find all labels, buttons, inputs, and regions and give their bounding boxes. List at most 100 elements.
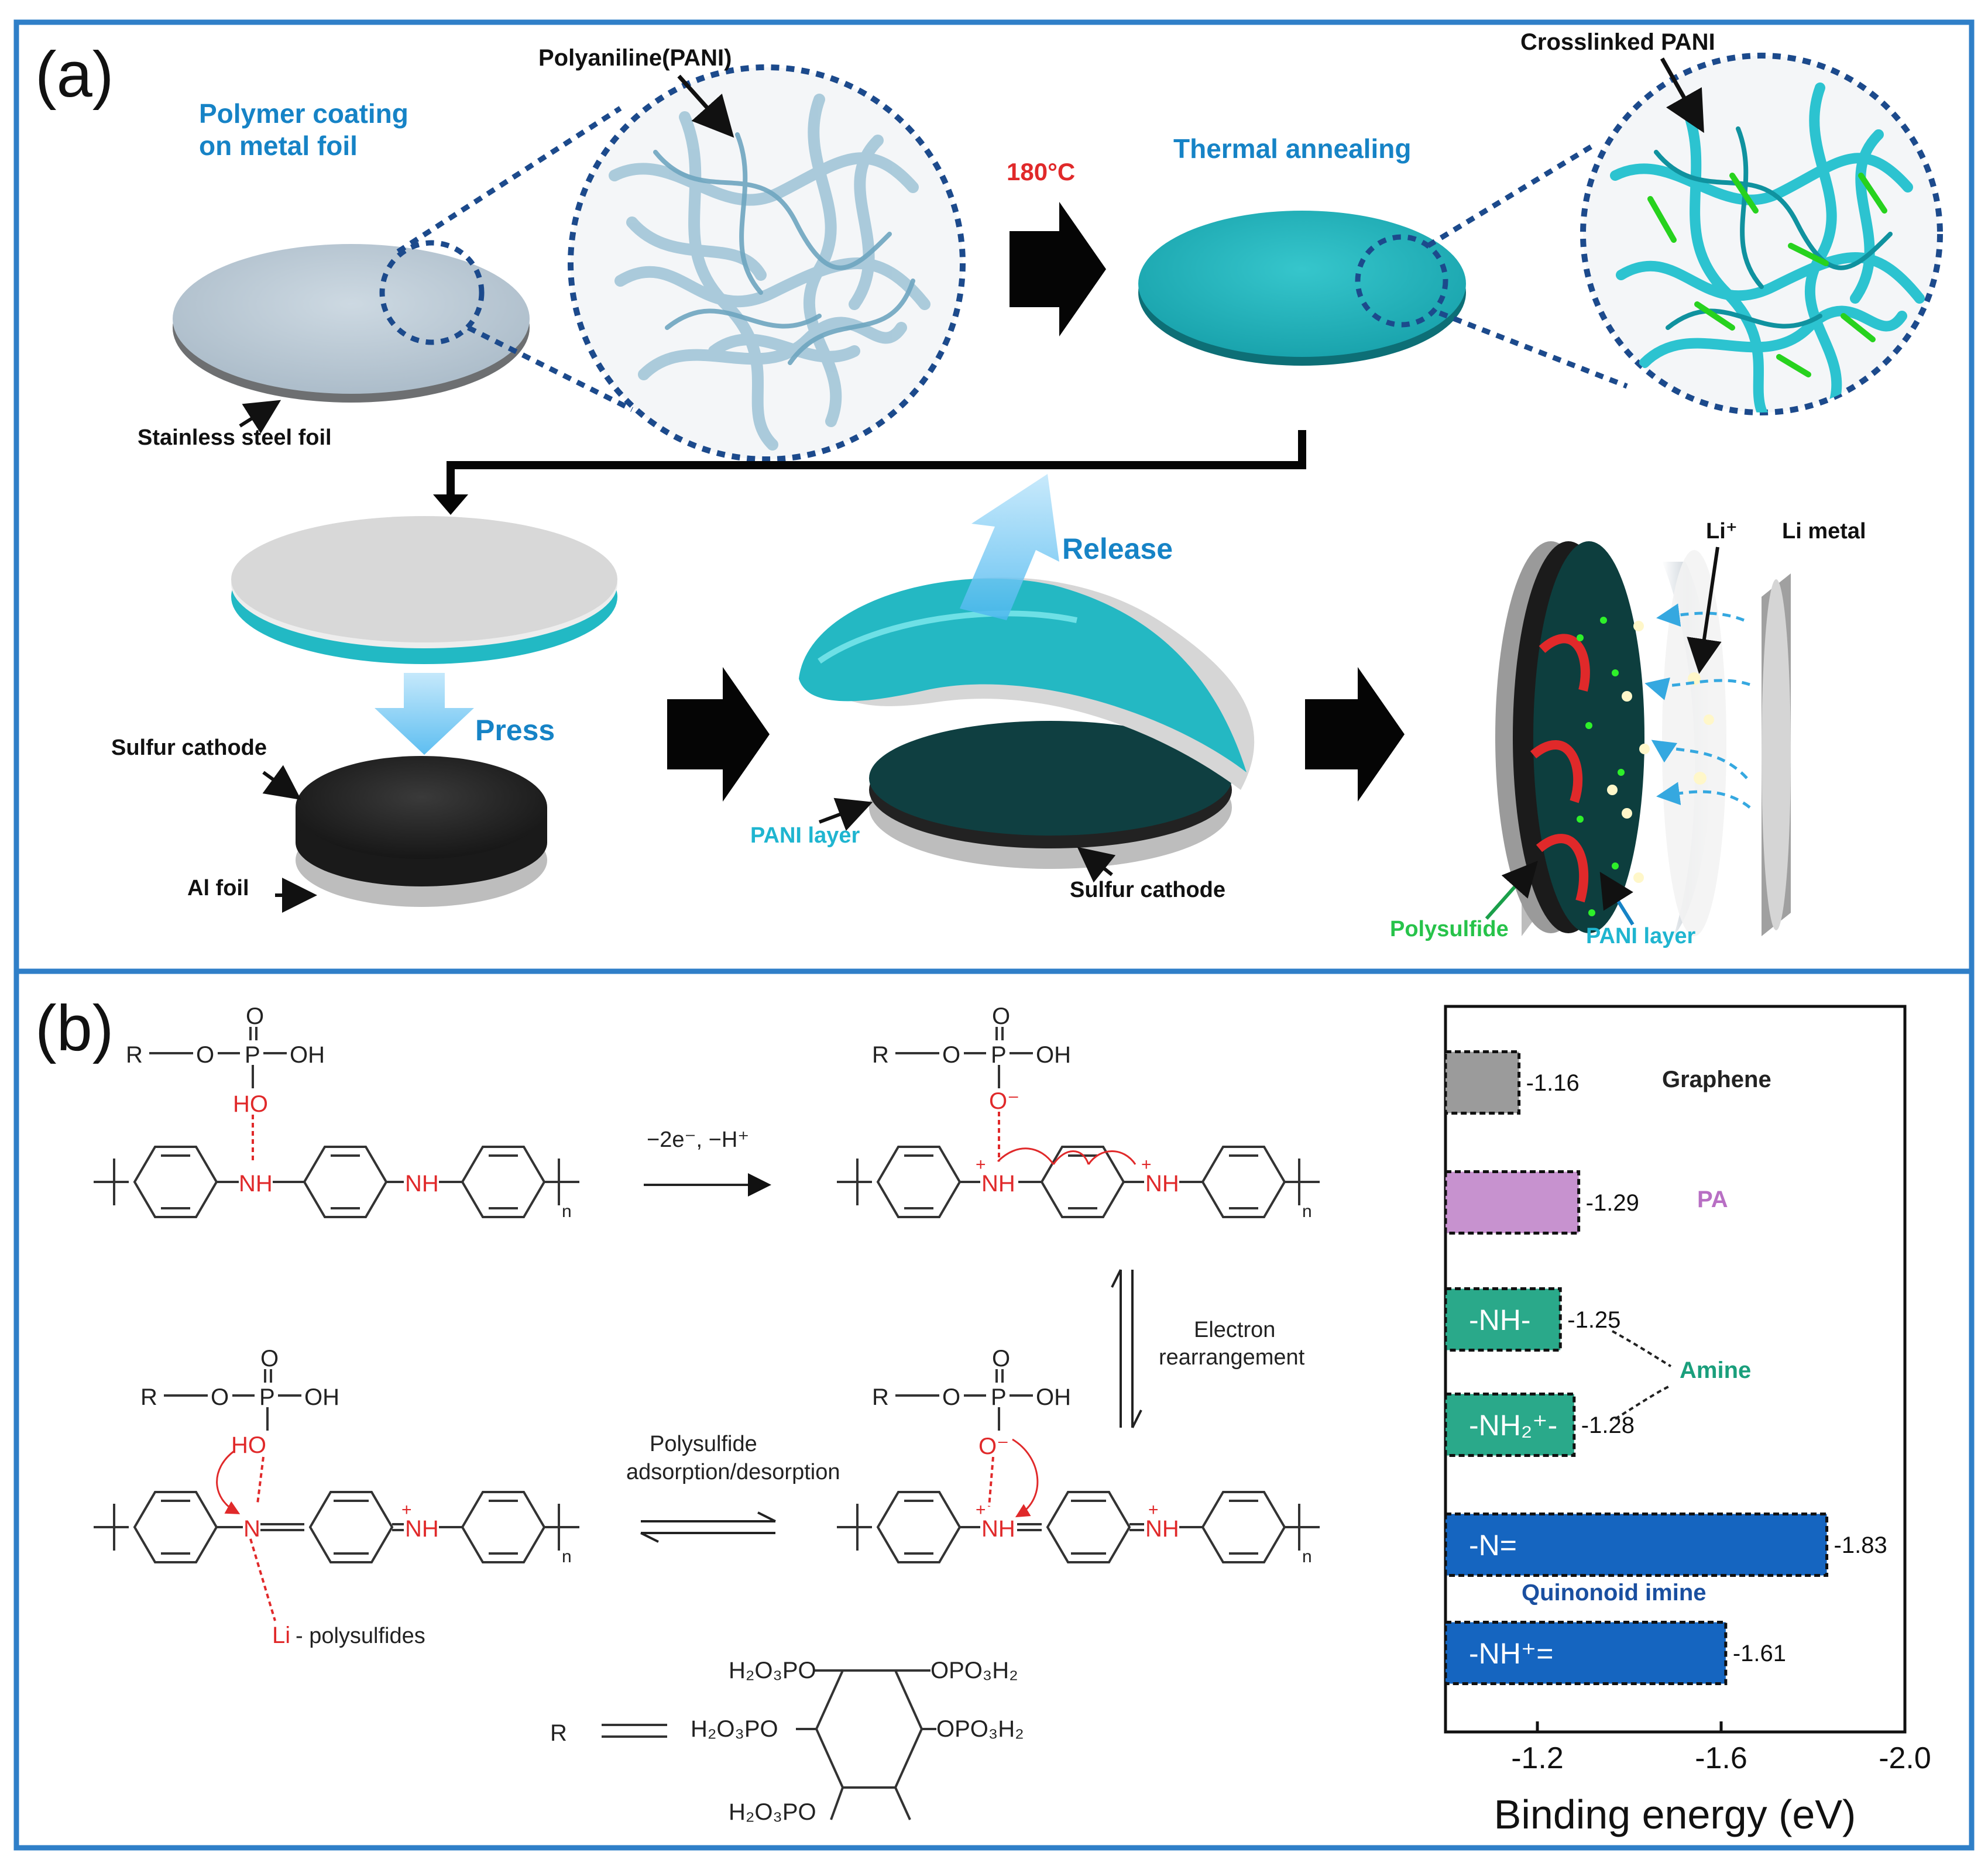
adsorption-label-2: adsorption/desorption bbox=[626, 1460, 840, 1484]
li-ion-pointer bbox=[1687, 546, 1722, 674]
ester-o-label-3: O bbox=[211, 1384, 229, 1410]
plus-label-2b: + bbox=[1141, 1155, 1152, 1174]
panel-b-label: (b) bbox=[35, 992, 114, 1064]
phos-top-o-label-1: O bbox=[246, 1003, 264, 1029]
bar-4 bbox=[1444, 1513, 1829, 1577]
release-assembly bbox=[799, 474, 1255, 869]
bar-category-label-4: -N= bbox=[1469, 1529, 1517, 1562]
li-metal-label: Li metal bbox=[1782, 519, 1866, 544]
r-group-label-2: R bbox=[872, 1042, 889, 1068]
panel-b: (b) R O P bbox=[35, 992, 1320, 1825]
bar-value-label-2: -1.25 bbox=[1567, 1307, 1620, 1333]
polysulfide-pointer bbox=[1485, 861, 1538, 920]
n-subscript-2: n bbox=[1302, 1202, 1312, 1221]
panel-b-frame bbox=[13, 968, 1975, 1851]
bar-1 bbox=[1444, 1170, 1581, 1235]
nh-plus-label-4b: NH bbox=[1145, 1516, 1179, 1542]
n-subscript-4: n bbox=[1302, 1547, 1312, 1566]
bar-value-label-1: -1.29 bbox=[1586, 1190, 1639, 1216]
polysulfide-label: Polysulfide bbox=[1390, 917, 1509, 941]
stainless-steel-label: Stainless steel foil bbox=[138, 425, 332, 450]
annealing-arrow bbox=[1010, 202, 1106, 336]
sulfur-cathode-label-1: Sulfur cathode bbox=[111, 735, 267, 760]
x-tick-label-1: -1.6 bbox=[1695, 1741, 1747, 1775]
adsorption-equilibrium-arrows bbox=[640, 1511, 776, 1543]
phos-oh-label-4: OH bbox=[1036, 1384, 1071, 1410]
bar-category-label-3: -NH₂⁺- bbox=[1469, 1409, 1557, 1442]
n-subscript-1: n bbox=[562, 1202, 572, 1221]
r-group-label-4: R bbox=[872, 1384, 889, 1410]
bar-category-label-5: -NH⁺= bbox=[1469, 1637, 1553, 1670]
bar-0 bbox=[1444, 1050, 1521, 1115]
pani-label: Polyaniline(PANI) bbox=[538, 45, 732, 71]
o-minus-label-4: O⁻ bbox=[978, 1434, 1009, 1459]
phos-p-label-2: P bbox=[991, 1042, 1007, 1068]
x-tick-label-0: -1.2 bbox=[1511, 1741, 1564, 1775]
nh-plus-label-3: NH bbox=[405, 1516, 439, 1542]
plus-label-4b: + bbox=[1148, 1500, 1159, 1520]
quinonoid-group-label: Quinonoid imine bbox=[1522, 1580, 1707, 1606]
li-ion-label: Li⁺ bbox=[1706, 519, 1738, 544]
phosphate-group-mr: OPO₃H₂ bbox=[936, 1716, 1024, 1742]
structure-bottom-left bbox=[94, 1369, 579, 1621]
sulfur-cathode-label-2: Sulfur cathode bbox=[1070, 878, 1225, 902]
nh-label-1a: NH bbox=[239, 1171, 273, 1197]
bar-category-label-2: -NH- bbox=[1469, 1304, 1531, 1336]
pani-layer-pointer-2 bbox=[1599, 871, 1635, 926]
temperature-label: 180°C bbox=[1007, 158, 1075, 185]
electron-label-1: Electron bbox=[1194, 1318, 1275, 1342]
stainless-pointer-arrow bbox=[239, 400, 281, 434]
press-label: Press bbox=[475, 714, 555, 747]
r-group-label-1: R bbox=[126, 1042, 143, 1068]
phos-top-o-label-2: O bbox=[992, 1003, 1010, 1029]
pani-layer-label-1: PANI layer bbox=[750, 823, 860, 848]
pa-group-label: PA bbox=[1697, 1187, 1728, 1212]
amine-bracket-top bbox=[1612, 1330, 1672, 1367]
structure-top-right bbox=[837, 1027, 1320, 1218]
n-subscript-3: n bbox=[562, 1547, 572, 1566]
chart-xlabel: Binding energy (eV) bbox=[1494, 1792, 1856, 1837]
amine-bracket-bottom bbox=[1614, 1384, 1671, 1420]
phos-oh-label-1: OH bbox=[290, 1042, 325, 1068]
ester-o-label-2: O bbox=[942, 1042, 960, 1068]
ester-o-label-1: O bbox=[196, 1042, 214, 1068]
binding-energy-chart: Binding energy (eV) -1.2 -1.6 -2.0 -1.16 -1… bbox=[1444, 1005, 1931, 1837]
r-definition bbox=[602, 1669, 936, 1820]
cell-assembly bbox=[1495, 541, 1791, 936]
bar-5 bbox=[1444, 1621, 1728, 1685]
panel-a: (a) bbox=[35, 29, 1943, 948]
bar-value-label-4: -1.83 bbox=[1834, 1532, 1887, 1558]
crosslinked-pani-circle bbox=[1580, 53, 1943, 415]
chart-plot-frame bbox=[1444, 1005, 1907, 1734]
structure-top-left bbox=[94, 1027, 579, 1218]
coated-steel-disc bbox=[173, 106, 634, 413]
al-foil-label: Al foil bbox=[187, 876, 249, 900]
crosslinked-pani-label: Crosslinked PANI bbox=[1520, 29, 1715, 55]
phos-oh-label-3: OH bbox=[304, 1384, 339, 1410]
ho-label-1: HO bbox=[233, 1091, 268, 1117]
phos-top-o-label-3: O bbox=[260, 1346, 279, 1372]
plus-label-3: + bbox=[401, 1500, 412, 1520]
pani-magnified-circle bbox=[568, 64, 966, 462]
li-label: Li bbox=[272, 1623, 290, 1648]
bar-value-label-0: -1.16 bbox=[1526, 1070, 1580, 1096]
r-group-label-3: R bbox=[140, 1384, 157, 1410]
bar-2 bbox=[1444, 1287, 1562, 1352]
phos-p-label-4: P bbox=[991, 1384, 1007, 1410]
cell-step-arrow bbox=[1305, 667, 1405, 802]
transfer-connector-head bbox=[433, 494, 468, 515]
panel-a-label: (a) bbox=[35, 39, 114, 111]
ester-o-label-4: O bbox=[942, 1384, 960, 1410]
annealed-teal-disc bbox=[1138, 144, 1628, 389]
nh-plus-label-2b: NH bbox=[1145, 1171, 1179, 1197]
ho-label-3: HO bbox=[231, 1432, 266, 1458]
x-tick-label-2: -2.0 bbox=[1879, 1741, 1931, 1775]
graphene-group-label: Graphene bbox=[1662, 1067, 1771, 1092]
oxidation-label: −2e⁻, −H⁺ bbox=[647, 1128, 749, 1152]
imine-n-label-3: N bbox=[243, 1516, 260, 1542]
phosphate-group-tr: OPO₃H₂ bbox=[931, 1658, 1018, 1683]
nh-plus-label-4a: NH bbox=[981, 1516, 1015, 1542]
pani-pointer-arrow bbox=[677, 74, 734, 138]
phos-p-label-1: P bbox=[245, 1042, 260, 1068]
